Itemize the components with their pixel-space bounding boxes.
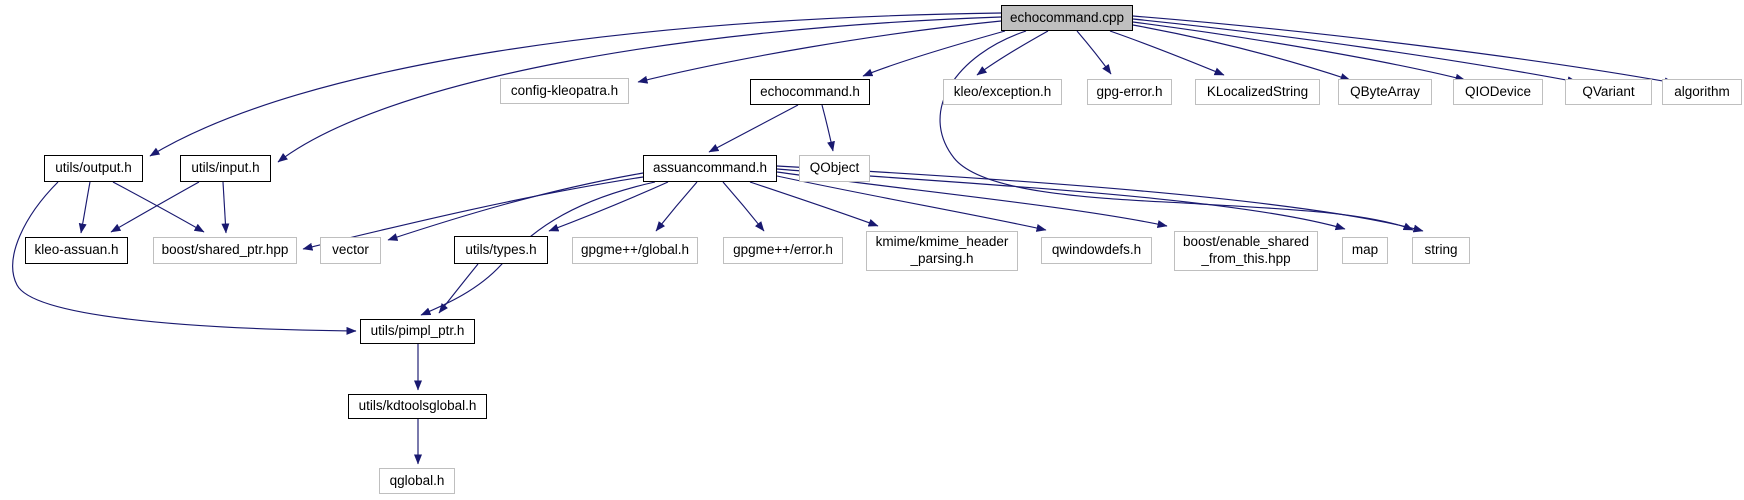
edge-cpp-qvariant (1132, 18, 1578, 85)
edge-cpp-qbytearray (1132, 24, 1351, 81)
edge-assuan-vector (387, 172, 644, 241)
node-klocalizedstring: KLocalizedString (1195, 79, 1320, 105)
node-utils-pimpl-ptr-h[interactable]: utils/pimpl_ptr.h (360, 319, 475, 344)
edge-output-sharedptr (112, 181, 205, 233)
edge-output-pimpl (12, 181, 357, 335)
node-vector: vector (320, 237, 381, 264)
node-config-kleopatra-h: config-kleopatra.h (500, 78, 629, 104)
node-boost-enable-shared-from-this-hpp: boost/enable_shared _from_this.hpp (1174, 231, 1318, 271)
edge-assuan-types (548, 181, 669, 232)
edge-cpp-output (149, 12, 1002, 157)
edge-cpp-exception (976, 30, 1049, 76)
node-gpgme-global-h: gpgme++/global.h (572, 237, 698, 264)
node-map: map (1342, 237, 1388, 264)
edge-input-sharedptr (221, 181, 230, 234)
node-string: string (1412, 237, 1470, 264)
edge-ech-assuan (708, 104, 799, 153)
edge-output-kleoassuan (78, 181, 91, 234)
node-utils-types-h[interactable]: utils/types.h (454, 236, 548, 264)
edge-cpp-klocalizedstring (1109, 30, 1225, 76)
edge-cpp-echocommand-h (862, 30, 1006, 77)
edge-assuan-qwindowdefs (776, 175, 1047, 232)
edge-input-kleoassuan (110, 181, 200, 233)
node-echocommand-h[interactable]: echocommand.h (750, 79, 870, 105)
node-qvariant: QVariant (1565, 79, 1652, 105)
node-qwindowdefs-h: qwindowdefs.h (1041, 237, 1152, 264)
node-gpgme-error-h: gpgme++/error.h (723, 237, 843, 264)
edge-assuan-gpgme-error (722, 181, 765, 232)
node-qiodevice: QIODevice (1453, 79, 1543, 105)
edge-assuan-gpgme-global (655, 181, 698, 232)
node-qobject: QObject (799, 155, 870, 182)
edge-ech-qobject (821, 104, 835, 152)
node-assuancommand-h[interactable]: assuancommand.h (643, 155, 777, 182)
node-boost-shared-ptr-hpp: boost/shared_ptr.hpp (153, 237, 297, 264)
node-algorithm: algorithm (1662, 79, 1742, 105)
node-utils-input-h[interactable]: utils/input.h (180, 155, 271, 182)
edge-cpp-config (637, 20, 1002, 84)
node-gpg-error-h: gpg-error.h (1087, 79, 1172, 105)
edge-cpp-algorithm (1132, 15, 1675, 86)
node-kmime-header-parsing-h: kmime/kmime_header _parsing.h (866, 231, 1018, 271)
node-kleo-assuan-h[interactable]: kleo-assuan.h (25, 237, 128, 264)
node-utils-kdtoolsglobal-h[interactable]: utils/kdtoolsglobal.h (348, 394, 487, 419)
node-echocommand-cpp: echocommand.cpp (1001, 5, 1133, 31)
node-kleo-exception-h: kleo/exception.h (943, 79, 1062, 105)
edge-cpp-input (277, 16, 1002, 163)
edge-cpp-gpg-error (1076, 30, 1112, 75)
edge-types-pimpl (438, 263, 479, 314)
edge-assuan-string (776, 165, 1424, 233)
edge-assuan-kmime (749, 181, 879, 227)
edge-cpp-string (939, 30, 1414, 231)
node-utils-output-h[interactable]: utils/output.h (44, 155, 143, 182)
node-qbytearray: QByteArray (1338, 79, 1432, 105)
edge-cpp-qiodevice (1132, 21, 1466, 82)
node-qglobal-h: qglobal.h (379, 468, 455, 494)
